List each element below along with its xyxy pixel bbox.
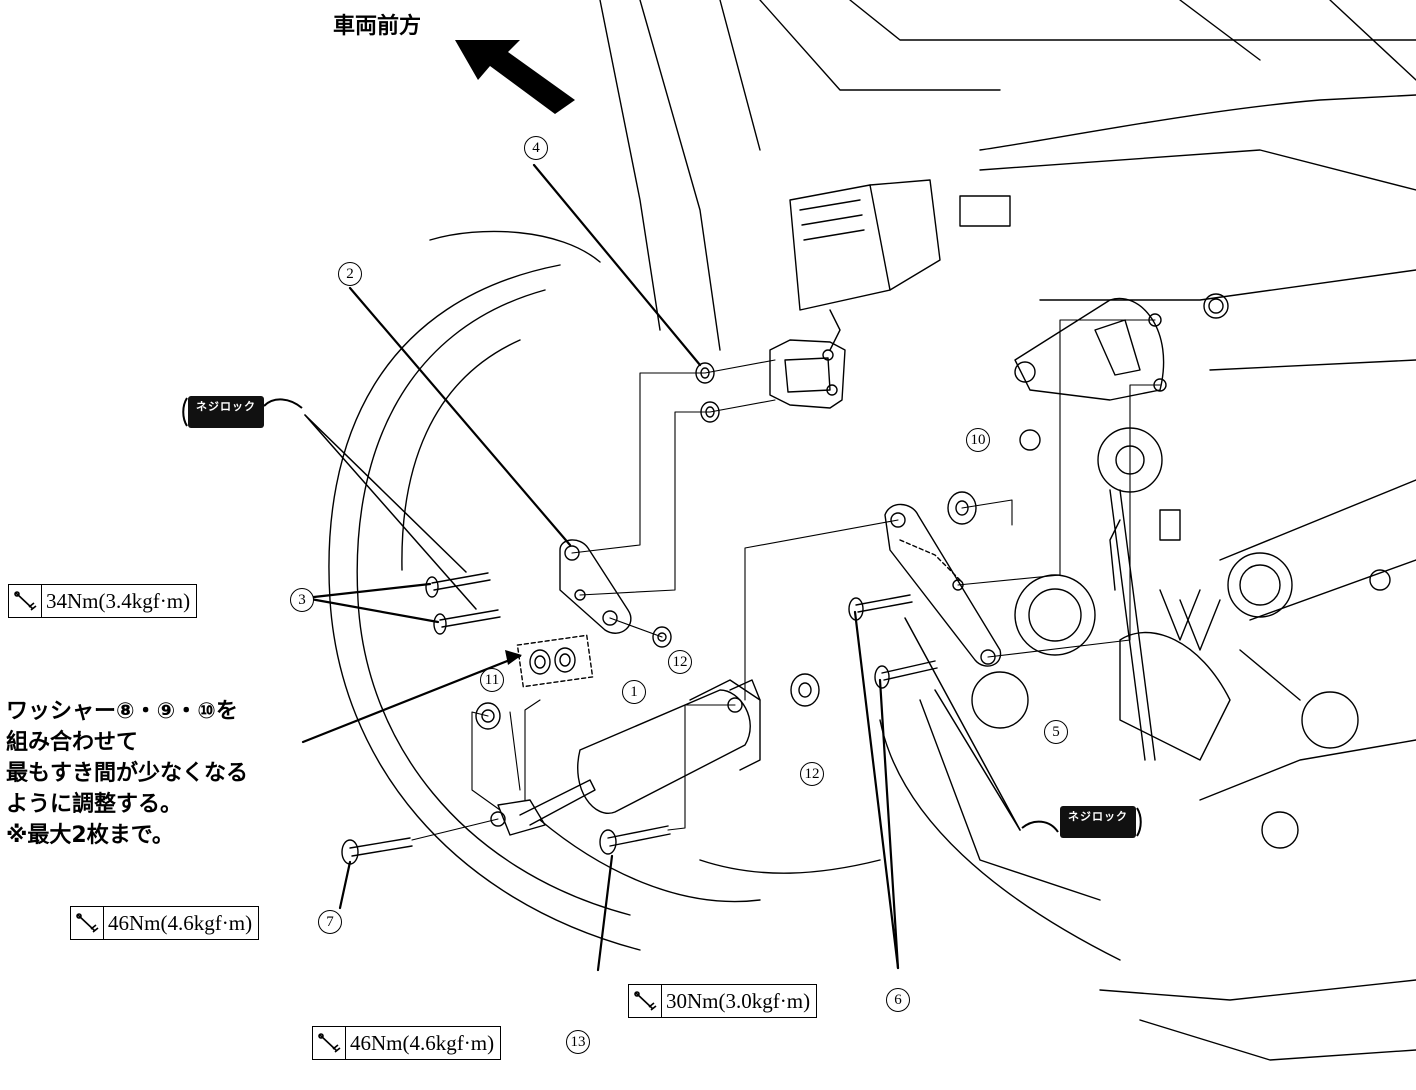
torque-value: 46Nm(4.6kgf·m) [108, 910, 253, 935]
torque-value: 34Nm(3.4kgf·m) [46, 588, 191, 613]
threadlock-tag: ネジロック [1020, 806, 1144, 838]
wheel-outline [328, 230, 881, 951]
torque-wrench-icon [9, 585, 42, 617]
threadlock-label: ネジロック [188, 396, 264, 428]
note-line: 最もすき間が少なくなる [6, 761, 249, 786]
callout-3: 3 [290, 588, 314, 612]
torque-spec-13: 46Nm(4.6kgf·m) [312, 1026, 502, 1060]
torque-wrench-icon [71, 907, 104, 939]
torque-spec-3: 34Nm(3.4kgf·m) [8, 584, 198, 618]
callout-5: 5 [1044, 720, 1068, 744]
frame-outline [599, 0, 1416, 1061]
threadlock-leaders [304, 414, 1021, 831]
callout-6: 6 [886, 988, 910, 1012]
callout-12b: 12 [800, 762, 824, 786]
front-arrow-icon [455, 40, 575, 114]
leader-arrowhead [505, 650, 522, 665]
callout-11: 11 [480, 668, 504, 692]
nut-12 [652, 626, 820, 707]
callout-12a: 12 [668, 650, 692, 674]
note-line: ように調整する。 [6, 792, 183, 817]
upper-right-plate [1014, 297, 1167, 401]
threadlock-tag: ネジロック [180, 396, 304, 428]
collar-11 [475, 702, 501, 730]
note-line: 組み合わせて [6, 730, 139, 755]
bracket-2 [559, 539, 632, 634]
threadlock-label: ネジロック [1060, 806, 1136, 838]
collar-4 [695, 362, 720, 423]
callout-1: 1 [622, 680, 646, 704]
callout-10: 10 [966, 428, 990, 452]
bolt-13 [599, 825, 671, 855]
steering-damper-1 [490, 679, 761, 836]
washers-8-9 [516, 634, 594, 688]
callout-2: 2 [338, 262, 362, 286]
torque-wrench-icon [313, 1027, 346, 1059]
frame-mount-plate [769, 339, 846, 409]
tube-cap-icon [1136, 807, 1142, 837]
engine-detail [971, 293, 1391, 849]
callout-7: 7 [318, 910, 342, 934]
callout-13: 13 [566, 1030, 590, 1054]
note-line: ※最大2枚まで。 [6, 823, 174, 848]
ecu-box [789, 179, 1011, 351]
front-direction-label: 車両前方 [333, 14, 422, 39]
tube-nozzle-icon [1021, 820, 1059, 833]
callout-4: 4 [524, 136, 548, 160]
torque-value: 46Nm(4.6kgf·m) [350, 1030, 495, 1055]
washer-10 [947, 491, 977, 525]
torque-wrench-icon [629, 985, 662, 1017]
note-line: ワッシャー⑧・⑨・⑩を [6, 699, 238, 724]
torque-value: 30Nm(3.0kgf·m) [666, 988, 811, 1013]
assembly-guide-lines [411, 319, 1161, 841]
bolt-7 [341, 837, 413, 865]
tube-cap-icon [182, 397, 188, 427]
torque-spec-6: 30Nm(3.0kgf·m) [628, 984, 818, 1018]
washer-adjust-note: ワッシャー⑧・⑨・⑩を 組み合わせて 最もすき間が少なくなる ように調整する。 … [6, 696, 306, 851]
bracket-5 [884, 503, 1002, 667]
bolt-3 [425, 572, 501, 635]
tube-nozzle-icon [264, 398, 303, 409]
torque-spec-7: 46Nm(4.6kgf·m) [70, 906, 260, 940]
leader-lines [301, 163, 900, 972]
